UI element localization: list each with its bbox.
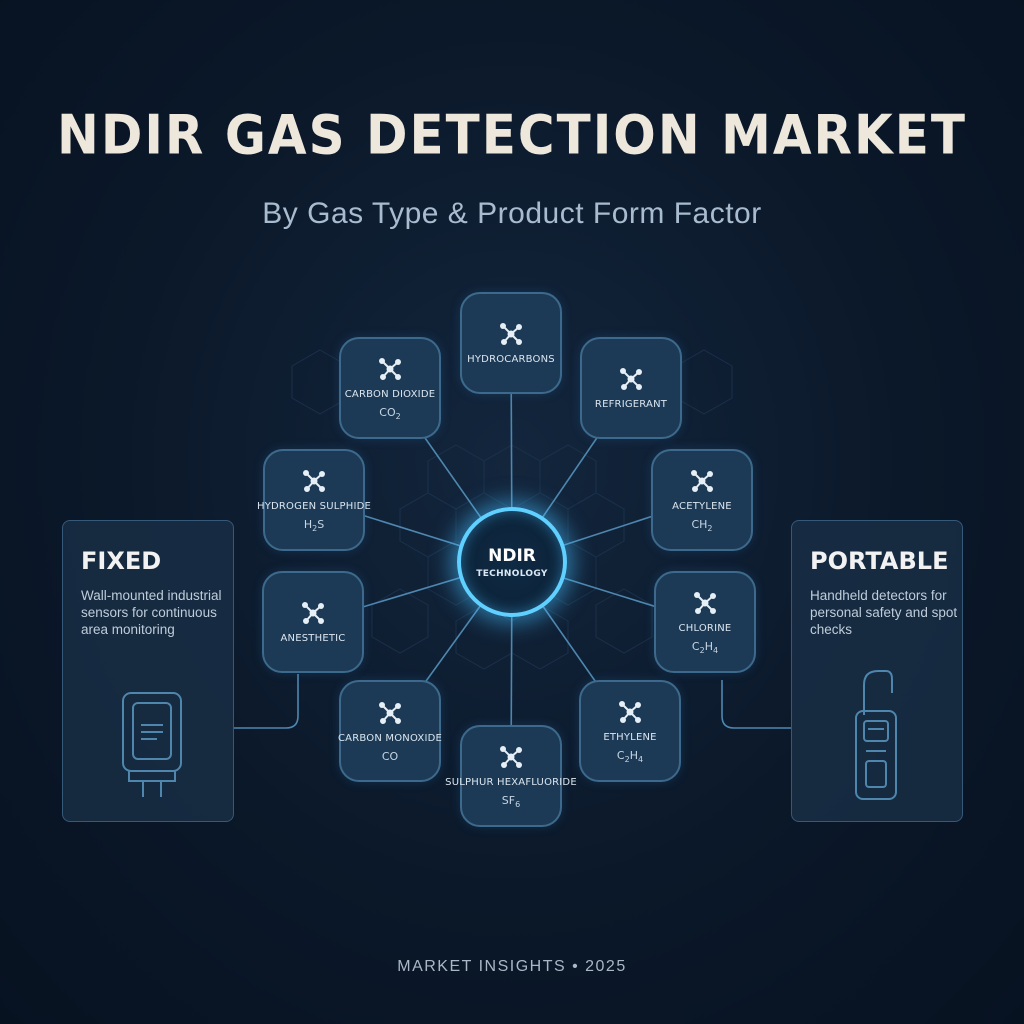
gas-formula: H2S [303, 517, 325, 534]
gas-label: REFRIGERANT [594, 399, 668, 410]
handheld-detector-icon [855, 670, 897, 800]
gas-node-anesthetic: ANESTHETIC [262, 571, 364, 673]
gas-node-carbon-dioxide: CARBON DIOXIDE CO2 [339, 337, 441, 439]
gas-node-acetylene: ACETYLENE CH2 [651, 449, 753, 551]
gas-label: CARBON MONOXIDE [338, 733, 443, 744]
gas-formula: CH2 [691, 517, 713, 534]
molecule-icon [379, 702, 401, 724]
molecule-icon [379, 357, 401, 380]
page-title: NDIR GAS DETECTION MARKET [56, 103, 968, 167]
gas-label: HYDROGEN SULPHIDE [256, 500, 372, 512]
gas-node-carbon-monoxide: CARBON MONOXIDE CO [338, 680, 443, 782]
portable-panel: PORTABLE Handheld detectors for personal… [791, 520, 963, 822]
gas-node-ethylene: ETHYLENE C2H4 [579, 680, 681, 782]
hub-subtitle: TECHNOLOGY [476, 568, 548, 579]
ndir-hub: NDIR TECHNOLOGY [457, 507, 567, 617]
molecule-icon [303, 469, 325, 492]
molecule-icon [500, 745, 522, 768]
gas-label: ETHYLENE [603, 731, 657, 743]
molecule-icon [694, 591, 716, 614]
fixed-panel: FIXED Wall-mounted industrial sensors fo… [62, 520, 234, 822]
molecule-icon [500, 323, 522, 345]
gas-node-chlorine: CHLORINE C2H4 [654, 571, 756, 673]
portable-connector [721, 680, 791, 729]
fixed-description: Wall-mounted industrial sensors for cont… [81, 588, 222, 637]
gas-node-refrigerant: REFRIGERANT [580, 337, 682, 439]
gas-label: ANESTHETIC [280, 633, 346, 644]
molecule-icon [302, 602, 324, 624]
molecule-icon [691, 469, 713, 492]
footer: MARKET INSIGHTS • 2025 [397, 958, 627, 975]
gas-formula: C2H4 [616, 748, 644, 765]
molecule-icon [620, 368, 642, 390]
portable-title: PORTABLE [810, 547, 949, 575]
gas-label: CHLORINE [678, 622, 732, 634]
gas-formula: CO2 [379, 405, 401, 422]
gas-label: HYDROCARBONS [467, 354, 555, 365]
hub-title: NDIR [488, 545, 536, 566]
gas-node-hydrogen-sulphide: HYDROGEN SULPHIDE H2S [257, 449, 371, 551]
gas-formula: CO [381, 750, 399, 763]
fixed-connector [234, 674, 299, 729]
gas-formula: SF6 [501, 793, 521, 810]
wall-sensor-icon [122, 692, 182, 797]
fixed-title: FIXED [81, 547, 162, 575]
side-links [234, 674, 791, 729]
gas-label: ACETYLENE [672, 500, 732, 512]
gas-node-sulphur-hexafluoride: SULPHUR HEXAFLUORIDE SF6 [445, 725, 577, 827]
gas-label: CARBON DIOXIDE [344, 388, 436, 400]
molecule-icon [619, 700, 641, 723]
portable-description: Handheld detectors for personal safety a… [810, 588, 958, 637]
gas-node-hydrocarbons: HYDROCARBONS [460, 292, 562, 394]
gas-formula: C2H4 [691, 639, 719, 656]
gas-label: SULPHUR HEXAFLUORIDE [445, 776, 577, 788]
page-subtitle: By Gas Type & Product Form Factor [262, 197, 762, 230]
